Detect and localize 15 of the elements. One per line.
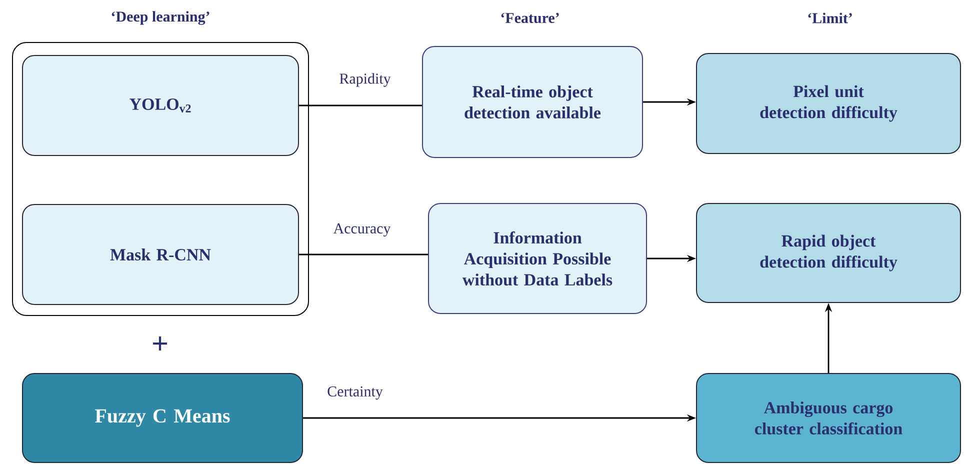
feature-box: Information Acquisition Possible without Data Labels — [428, 203, 647, 314]
heading: ‘Deep learning’ — [112, 11, 210, 25]
method-box: Fuzzy C Means — [22, 373, 303, 463]
edge-label: Accuracy — [332, 222, 392, 238]
edge-label: Certainty — [326, 385, 384, 401]
limit-box: Ambiguous cargo cluster classification — [696, 373, 962, 463]
plus-sign: + — [153, 336, 167, 350]
limit-box: Pixel unit detection difficulty — [696, 53, 962, 154]
feature-box: Real-time object detection available — [422, 46, 643, 158]
column-heading: ‘Feature’ — [501, 12, 559, 24]
edge-label: Rapidity — [338, 72, 392, 88]
column-heading: ‘Limit’ — [808, 12, 852, 24]
method-box: YOLO$_{v2}$ — [22, 55, 299, 156]
limit-box: Rapid object detection difficulty — [696, 203, 962, 303]
method-box: Mask R-CNN — [22, 204, 299, 305]
